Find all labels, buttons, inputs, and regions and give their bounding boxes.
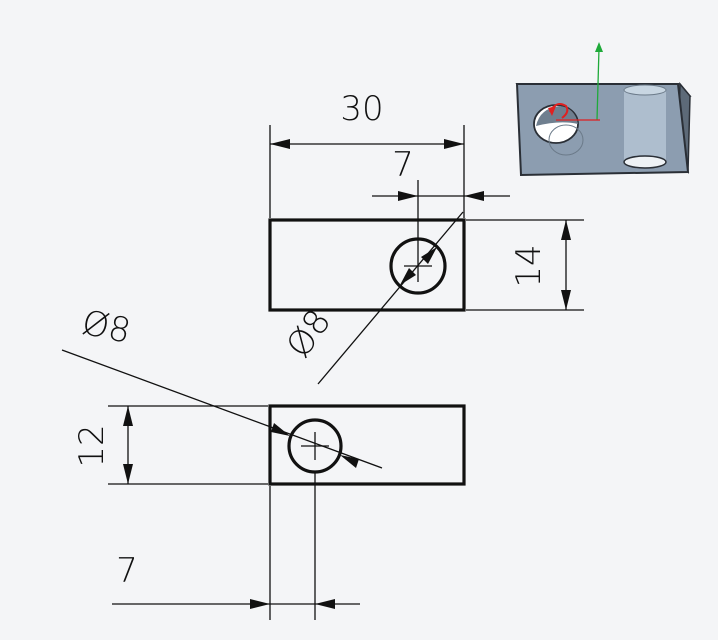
front-diameter-leader — [317, 211, 464, 385]
front-height-arrow-top — [561, 220, 571, 240]
preview-vertical-bore-top — [623, 84, 667, 96]
front-width-label: 30 — [340, 89, 383, 129]
top-view: Ø8 12 7 — [61, 303, 466, 620]
top-height-label: 12 — [72, 424, 112, 467]
front-offset-label: 7 — [392, 145, 414, 185]
top-offset-arrow-right — [315, 599, 335, 609]
preview-y-axis — [596, 47, 600, 121]
preview-y-axis-arrow — [595, 42, 603, 52]
front-diameter-label: Ø8 — [279, 302, 340, 365]
top-height-arrow-bottom — [123, 464, 133, 484]
front-diameter-arrow-2 — [421, 247, 437, 264]
preview-rotation-arrow — [548, 106, 556, 116]
top-diameter-arrow-1 — [271, 423, 290, 436]
front-height-arrow-bottom — [561, 290, 571, 310]
top-height-arrow-top — [123, 406, 133, 426]
preview-front-hole-inner — [548, 124, 584, 156]
front-offset-arrow-left — [398, 191, 418, 201]
front-view-outline — [268, 218, 466, 312]
top-offset-label: 7 — [116, 551, 138, 591]
top-view-outline — [268, 404, 466, 486]
top-diameter-leader — [61, 349, 383, 469]
preview-vertical-bore-bottom — [623, 155, 667, 169]
front-diameter-arrow-1 — [400, 268, 416, 285]
front-height-label: 14 — [509, 244, 549, 287]
front-offset-arrow-right — [464, 191, 484, 201]
top-diameter-label: Ø8 — [78, 303, 134, 352]
front-width-arrow-right — [444, 139, 464, 149]
front-width-arrow-left — [270, 139, 290, 149]
top-diameter-arrow-2 — [340, 455, 359, 468]
3d-preview[interactable] — [515, 42, 692, 177]
top-offset-arrow-left — [250, 599, 270, 609]
preview-vertical-bore — [624, 88, 666, 162]
